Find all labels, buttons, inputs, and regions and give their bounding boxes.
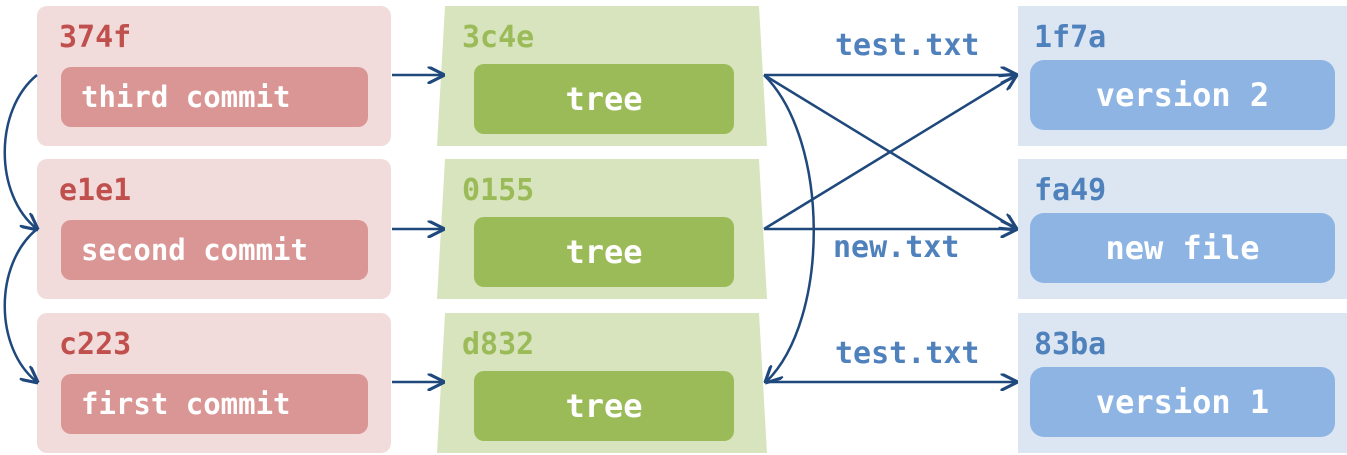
commit-box-second: e1e1 second commit — [37, 159, 391, 299]
arrow-tree1-to-newfile — [763, 73, 1016, 229]
commit-hash: 374f — [59, 20, 132, 55]
filename-label-middle: new.txt — [833, 230, 960, 265]
tree-label: tree — [474, 64, 734, 134]
blob-label: new file — [1030, 213, 1335, 283]
arrow-parent-third-to-second — [3, 74, 37, 229]
blob-hash: 83ba — [1034, 327, 1107, 362]
commit-hash: e1e1 — [59, 173, 132, 208]
filename-label-top: test.txt — [835, 28, 980, 63]
blob-hash: fa49 — [1034, 173, 1107, 208]
commit-message: second commit — [61, 220, 368, 280]
tree-hash: 0155 — [462, 173, 535, 208]
tree-label: tree — [474, 217, 734, 287]
tree-box-3c4e: 3c4e tree — [437, 6, 767, 146]
blob-box-fa49: fa49 new file — [1018, 159, 1347, 299]
blob-label: version 2 — [1030, 60, 1335, 130]
blob-box-83ba: 83ba version 1 — [1018, 313, 1347, 453]
arrow-parent-second-to-first — [3, 228, 37, 382]
commit-message: third commit — [61, 67, 368, 127]
blob-box-1f7a: 1f7a version 2 — [1018, 6, 1347, 146]
tree-box-d832: d832 tree — [437, 313, 767, 453]
arrow-tree1-to-tree3-curve — [764, 74, 815, 382]
tree-hash: d832 — [462, 327, 535, 362]
tree-box-0155: 0155 tree — [437, 159, 767, 299]
tree-label: tree — [474, 371, 734, 441]
blob-label: version 1 — [1030, 367, 1335, 437]
blob-hash: 1f7a — [1034, 20, 1107, 55]
arrow-tree2-to-version2 — [763, 75, 1016, 231]
tree-hash: 3c4e — [462, 20, 535, 55]
commit-box-first: c223 first commit — [37, 313, 391, 453]
filename-label-bottom: test.txt — [835, 336, 980, 371]
commit-hash: c223 — [59, 327, 132, 362]
commit-box-third: 374f third commit — [37, 6, 391, 146]
commit-message: first commit — [61, 374, 368, 434]
